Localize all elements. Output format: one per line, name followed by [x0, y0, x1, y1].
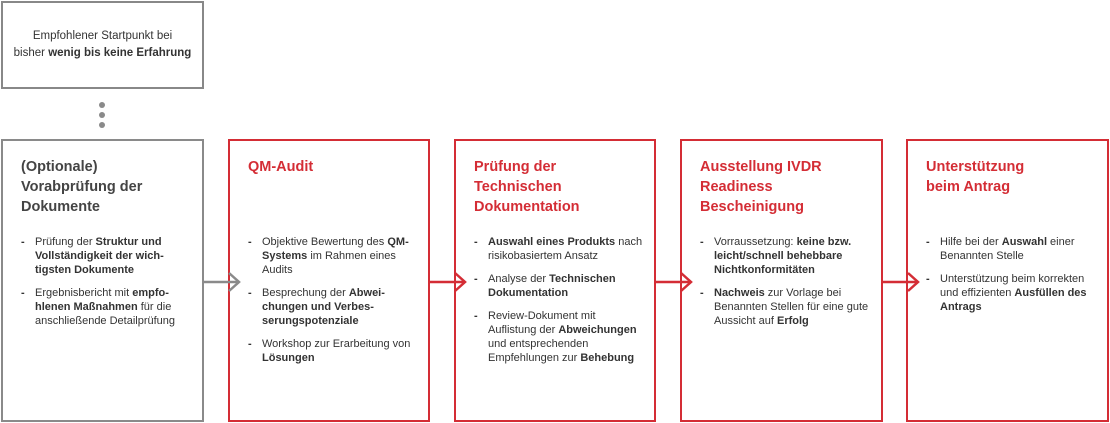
text: zur Vorlage bei Benannten Stellen für ei…: [714, 287, 869, 327]
text: Review-Dokument mit Auflistung der: [488, 310, 596, 336]
step-title-line: Bescheinigung: [700, 199, 804, 215]
step-items: Hilfe bei der Auswahl einer Benannten St…: [926, 235, 1097, 323]
list-item: Objektive Bewertung des QM-Systems im Ra…: [248, 235, 418, 277]
step-title-line: Prüfung der: [474, 159, 557, 175]
bold-text: Nachweis: [714, 287, 765, 299]
step-title-line: Technischen: [474, 179, 562, 195]
step-title-line: Dokumentation: [474, 199, 580, 215]
bold-text: Lösungen: [262, 352, 315, 364]
step-prereview: (Optionale) Vorabprüfung der Dokumente P…: [1, 139, 204, 422]
text: einer Benannten Stelle: [940, 236, 1075, 262]
bold-text: keine bzw. leicht/schnell behebbare Nich…: [714, 236, 852, 276]
dot: [99, 122, 105, 128]
step-title-line: (Optionale): [21, 159, 98, 175]
bold-text: Abweichun­gen: [558, 324, 637, 336]
bold-text: Struktur und Vollständigkeit der wich­ti…: [35, 236, 164, 276]
arrow-right-icon: [654, 272, 693, 292]
text: nach risikobasiertem Ansatz: [488, 236, 643, 262]
step-title-line: Unterstützung: [926, 159, 1025, 175]
connector-dots: [97, 100, 107, 130]
bold-text: Erfolg: [776, 315, 809, 327]
start-box-line2-bold: wenig bis keine Erfahrung: [48, 47, 192, 59]
start-box-line2-prefix: bisher: [13, 47, 49, 59]
step-ivdr-certificate: Ausstellung IVDR Readiness Bescheinigung…: [680, 139, 883, 422]
list-item: Vorraussetzung: keine bzw. leicht/schnel…: [700, 235, 871, 277]
arrow-right-icon: [202, 272, 241, 292]
list-item: Auswahl eines Produkts nach risikobasier…: [474, 235, 644, 263]
bold-text: Auswahl: [1001, 236, 1047, 248]
text: Prüfung der: [35, 236, 96, 248]
start-box: Empfohlener Startpunkt bei bisher wenig …: [1, 1, 204, 89]
text: Unterstützung beim korrek­ten und effizi…: [940, 273, 1085, 299]
text: Objektive Bewertung des: [262, 236, 388, 248]
list-item: Hilfe bei der Auswahl einer Benannten St…: [926, 235, 1097, 263]
text: Ergebnisbericht mit: [35, 287, 133, 299]
step-title-line: beim Antrag: [926, 179, 1011, 195]
step-qm-audit: QM-Audit Objektive Bewertung des QM-Syst…: [228, 139, 430, 422]
step-title: Ausstellung IVDR Readiness Bescheinigung: [700, 157, 869, 217]
step-title-line: Ausstellung IVDR: [700, 159, 822, 175]
text: für die anschließende Detailprü­fung: [35, 301, 176, 327]
bold-text: Abwei­chungen und Verbes­serungspotenzia…: [262, 287, 385, 327]
step-technical-documentation: Prüfung der Technischen Dokumentation Au…: [454, 139, 656, 422]
text: Hilfe bei der: [940, 236, 1002, 248]
text: Vorraussetzung:: [714, 236, 797, 248]
step-application-support: Unterstützung beim Antrag Hilfe bei der …: [906, 139, 1109, 422]
bold-text: Ausfül­len des Antrags: [940, 287, 1087, 313]
bold-text: Behe­bung: [580, 352, 635, 364]
list-item: Besprechung der Abwei­chungen und Verbes…: [248, 286, 418, 328]
bold-text: empfo­hlenen Maßnahmen: [35, 287, 169, 313]
list-item: Review-Dokument mit Auflistung der Abwei…: [474, 309, 644, 365]
text: Analyse der: [488, 273, 550, 285]
arrow-right-icon: [881, 272, 920, 292]
start-box-line1: Empfohlener Startpunkt bei: [32, 30, 173, 42]
step-items: Auswahl eines Produkts nach risikobasier…: [474, 235, 644, 374]
step-title-line: Dokumente: [21, 199, 100, 215]
step-title-line: Readiness: [700, 179, 773, 195]
start-box-text: Empfohlener Startpunkt bei bisher wenig …: [14, 28, 192, 62]
list-item: Prüfung der Struktur und Vollständigkeit…: [21, 235, 192, 277]
arrow-right-icon: [428, 272, 467, 292]
bold-text: Auswahl eines Produkts: [488, 236, 616, 248]
step-items: Prüfung der Struktur und Vollständigkeit…: [21, 235, 192, 337]
step-items: Objektive Bewertung des QM-Systems im Ra…: [248, 235, 418, 374]
text: und entsprechenden Empfehlungen zur: [488, 338, 589, 364]
text: im Rahmen eines Audits: [262, 250, 396, 276]
step-title: (Optionale) Vorabprüfung der Dokumente: [21, 157, 190, 217]
list-item: Analyse der Technischen Dokumentation: [474, 272, 644, 300]
step-title: QM-Audit: [248, 157, 416, 177]
step-title-line: Vorabprüfung der: [21, 179, 143, 195]
text: Workshop zur Erarbeitung von: [262, 338, 411, 350]
text: Besprechung der: [262, 287, 349, 299]
list-item: Workshop zur Erarbeitung von Lösungen: [248, 337, 418, 365]
step-title: Unterstützung beim Antrag: [926, 157, 1095, 197]
list-item: Nachweis zur Vorlage bei Benannten Stell…: [700, 286, 871, 328]
dot: [99, 112, 105, 118]
step-title-line: QM-Audit: [248, 159, 314, 175]
dot: [99, 102, 105, 108]
list-item: Ergebnisbericht mit empfo­hlenen Maßnahm…: [21, 286, 192, 328]
bold-text: Technischen Dokumentation: [488, 273, 616, 299]
list-item: Unterstützung beim korrek­ten und effizi…: [926, 272, 1097, 314]
step-title: Prüfung der Technischen Dokumentation: [474, 157, 642, 217]
bold-text: QM-Systems: [262, 236, 409, 262]
step-items: Vorraussetzung: keine bzw. leicht/schnel…: [700, 235, 871, 337]
